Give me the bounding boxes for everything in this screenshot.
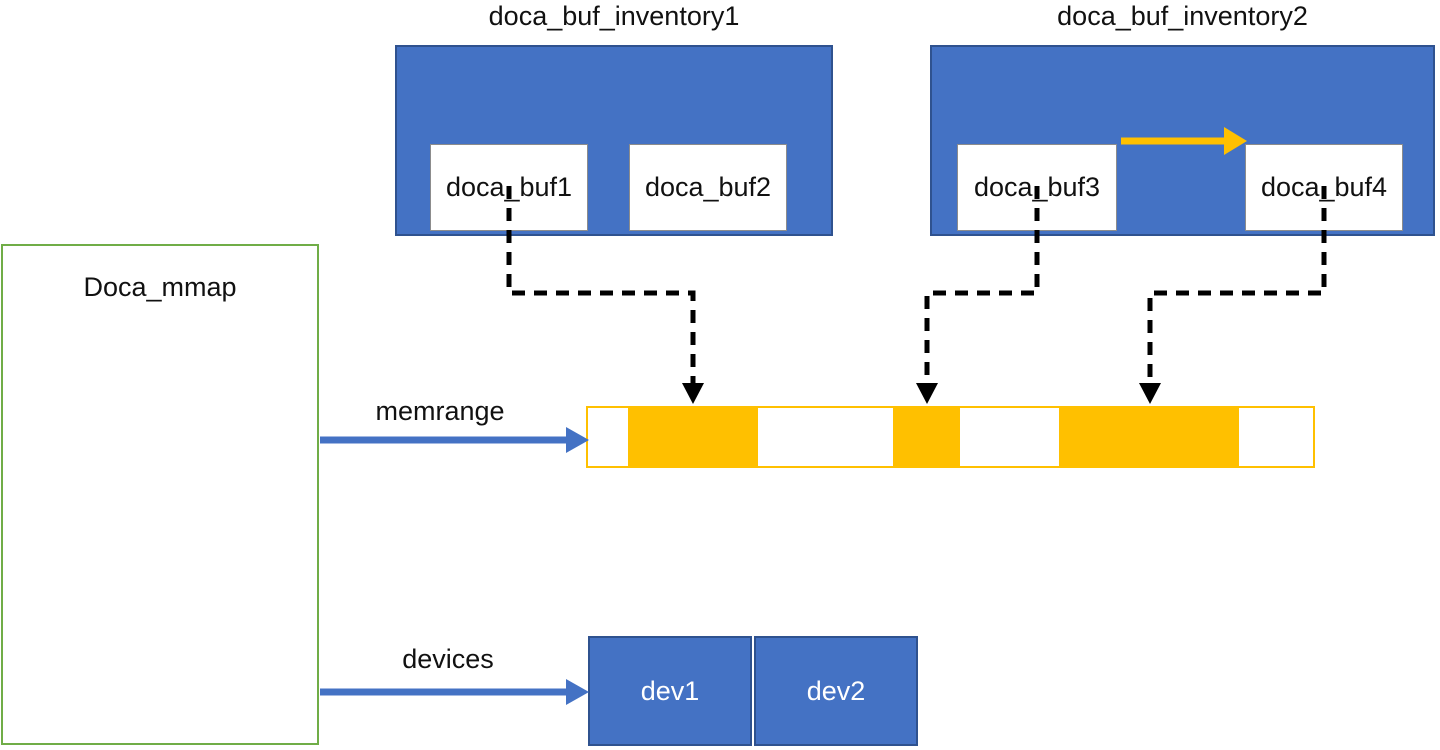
inventory2-title: doca_buf_inventory2 xyxy=(1057,1,1308,31)
inventory2-box: doca_buf3 doca_buf4 xyxy=(930,45,1435,236)
inventory1-box: doca_buf1 doca_buf2 xyxy=(395,45,833,236)
doca-mmap-box: Doca_mmap xyxy=(1,244,319,745)
memrange-label: memrange xyxy=(375,396,505,426)
doca-buf4-box: doca_buf4 xyxy=(1245,144,1403,231)
doca-buf2-box: doca_buf2 xyxy=(629,144,787,231)
inventory1-title: doca_buf_inventory1 xyxy=(488,1,740,31)
doca-buf1-box: doca_buf1 xyxy=(430,144,588,231)
doca-mmap-label: Doca_mmap xyxy=(83,272,237,302)
memrange-allocated-segment-2 xyxy=(893,408,960,466)
memrange-allocated-segment-3 xyxy=(1059,408,1239,466)
dev2-box: dev2 xyxy=(754,636,918,746)
memrange-bar xyxy=(586,406,1315,468)
dev1-box: dev1 xyxy=(588,636,752,746)
devices-label: devices xyxy=(402,644,494,674)
doca-buf3-box: doca_buf3 xyxy=(957,144,1117,231)
memrange-allocated-segment-1 xyxy=(628,408,758,466)
devices-arrow xyxy=(320,679,589,705)
memrange-arrow xyxy=(320,427,589,453)
